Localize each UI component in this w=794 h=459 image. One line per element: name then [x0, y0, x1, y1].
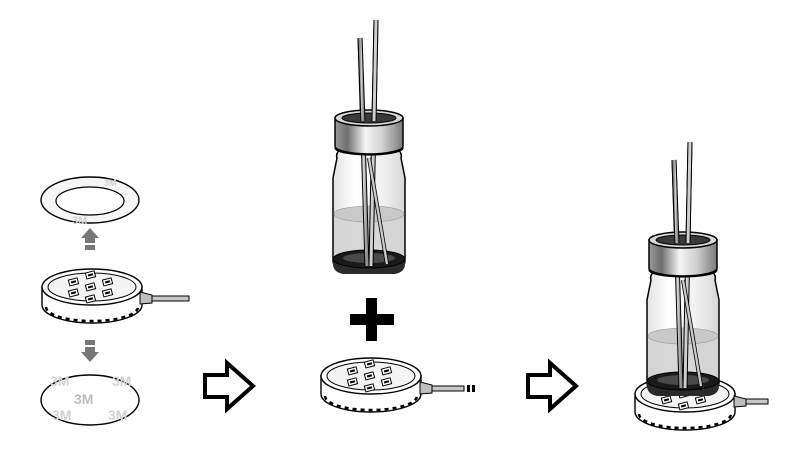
arrow-up-icon [81, 228, 99, 250]
led-base-puck [319, 356, 423, 414]
pad-3m-label: 3M [108, 407, 127, 423]
arrow-down-icon [81, 340, 99, 362]
step-arrow-icon [526, 361, 578, 411]
pad-3m-label: 3M [52, 407, 71, 423]
pad-3m-label: 3M [50, 373, 69, 389]
usb-cable [419, 381, 475, 395]
plus-icon [350, 298, 394, 341]
led-base-puck [40, 267, 144, 325]
assembled-diffuser-bottle [647, 142, 719, 396]
usb-cable [733, 395, 769, 408]
ring-3m-label: 3M [104, 178, 117, 188]
adhesive-ring-3m: 3M 3M [40, 176, 140, 227]
ring-3m-label: 3M [72, 215, 87, 227]
pad-3m-label: 3M [74, 391, 93, 407]
usb-cable [139, 291, 190, 305]
adhesive-pad-3m: 3M 3M 3M 3M 3M [40, 373, 140, 426]
step-arrow-icon [203, 361, 255, 411]
pad-3m-label: 3M [112, 373, 131, 389]
reed-diffuser-bottle [333, 20, 405, 274]
